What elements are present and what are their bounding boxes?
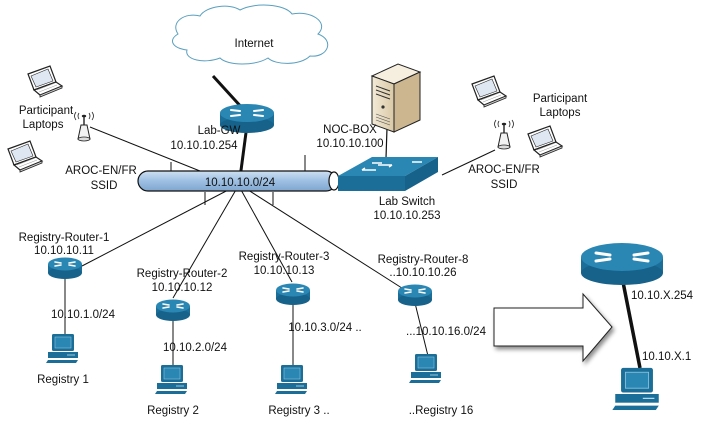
expand-arrow — [493, 292, 613, 363]
right-laptops-label-1: Participant — [533, 93, 588, 105]
right-wireless-cluster: Participant Laptops AROC-EN/FR SSID — [468, 75, 588, 191]
computer-icon — [408, 353, 442, 384]
internet-uplink — [211, 74, 246, 112]
right-laptops-label-2: Laptops — [540, 107, 581, 119]
lab-switch: Lab Switch 10.10.10.253 — [338, 157, 441, 222]
registry-router-ip: 10.10.10.13 — [254, 265, 315, 277]
noc-ip: 10.10.10.100 — [316, 138, 383, 150]
laptop-icon — [27, 65, 63, 98]
registry-host: ..Registry 16 — [409, 405, 474, 417]
gateway-link — [238, 124, 249, 179]
cloud-icon — [172, 4, 329, 65]
detail-host-ip: 10.10.X.1 — [642, 351, 691, 363]
registry-subnet: 10.10.1.0/24 — [51, 309, 116, 321]
server-icon — [370, 63, 422, 133]
arrow-right-icon — [493, 292, 613, 363]
router-icon — [397, 283, 433, 307]
left-laptops-label-1: Participant — [19, 105, 74, 117]
right-ap-label-2: SSID — [491, 179, 518, 191]
computer-icon — [45, 333, 79, 364]
detail-view: 10.10.X.254 10.10.X.1 — [581, 243, 694, 411]
left-ap-label-2: SSID — [91, 180, 118, 192]
registry-router-name: Registry-Router-3 — [239, 251, 330, 263]
registry-router-ip: ..10.10.10.26 — [389, 267, 456, 279]
lab-gateway: Lab-GW 10.10.10.254 — [170, 104, 274, 152]
left-ap-link — [89, 126, 211, 176]
lan-bus: 10.10.10.0/24 — [137, 170, 340, 192]
router-icon — [581, 243, 663, 285]
bus-taps — [170, 155, 306, 205]
left-wireless-cluster: Participant Laptops AROC-EN/FR SSID — [7, 65, 137, 192]
registry-router-name: Registry-Router-2 — [137, 268, 228, 280]
registry-subnet: 10.10.3.0/24 .. — [288, 322, 362, 334]
registry-router-ip: 10.10.10.11 — [34, 245, 94, 257]
registry-subnet: 10.10.2.0/24 — [163, 342, 228, 354]
access-point-icon — [493, 119, 515, 150]
registry-router-name: Registry-Router-1 — [19, 232, 110, 244]
registry-subnet: ...10.10.16.0/24 — [406, 326, 487, 338]
registry-1: Registry-Router-1 10.10.10.11 10.10.1.0/… — [19, 232, 116, 386]
laptop-icon — [471, 75, 507, 108]
switch-ip: 10.10.10.253 — [373, 210, 440, 222]
internet-label: Internet — [235, 38, 275, 50]
noc-box: NOC-BOX 10.10.10.100 — [316, 63, 422, 159]
right-ap-label-1: AROC-EN/FR — [468, 164, 540, 176]
router-icon — [220, 104, 274, 133]
access-point-icon — [73, 111, 95, 142]
switch-name: Lab Switch — [379, 196, 435, 208]
detail-router-ip: 10.10.X.254 — [631, 290, 694, 302]
bus-subnet-label: 10.10.10.0/24 — [205, 177, 276, 189]
left-ap-label-1: AROC-EN/FR — [65, 165, 137, 177]
switch-icon — [338, 157, 438, 191]
router-icon — [155, 298, 191, 322]
registry-2: Registry-Router-2 10.10.10.12 10.10.2.0/… — [137, 268, 228, 417]
registry-host: Registry 1 — [37, 374, 89, 386]
computer-icon — [154, 364, 188, 395]
router-icon — [275, 282, 311, 306]
laptop-icon — [7, 140, 43, 173]
right-ap-link — [441, 149, 496, 176]
computer-icon — [611, 367, 660, 411]
registry-host: Registry 2 — [147, 405, 199, 417]
gateway-name: Lab-GW — [198, 125, 241, 137]
left-laptops-label-2: Laptops — [23, 119, 64, 131]
computer-icon — [274, 364, 308, 395]
internet-cloud: Internet — [172, 4, 329, 65]
registry-links — [81, 187, 406, 299]
registry-3: Registry-Router-3 10.10.10.13 10.10.3.0/… — [239, 251, 362, 417]
laptop-icon — [527, 125, 563, 158]
gateway-ip: 10.10.10.254 — [170, 140, 238, 152]
registry-host: Registry 3 .. — [268, 405, 329, 417]
noc-name: NOC-BOX — [323, 124, 377, 136]
registry-16: Registry-Router-8 ..10.10.10.26 ...10.10… — [378, 254, 487, 417]
router-icon — [47, 256, 83, 280]
registry-router-name: Registry-Router-8 — [378, 254, 469, 266]
registry-router-ip: 10.10.10.12 — [152, 282, 213, 294]
